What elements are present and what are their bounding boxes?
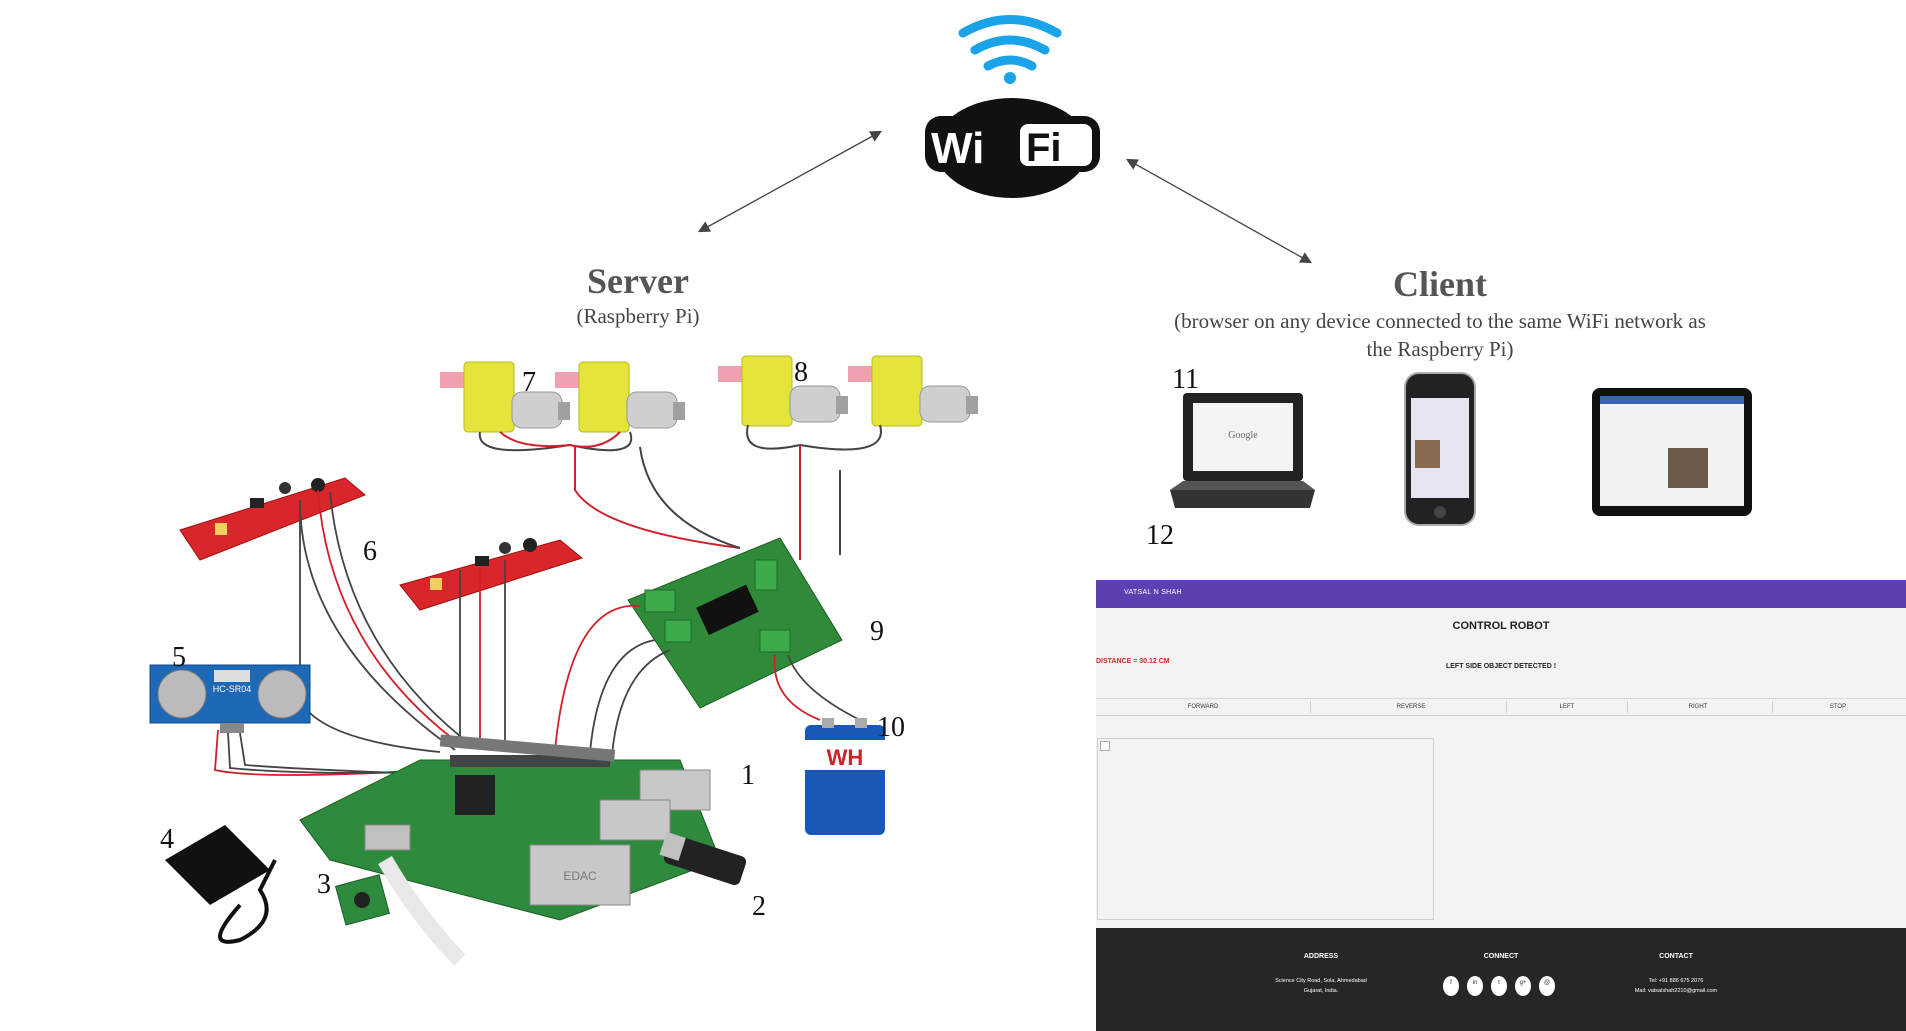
laptop-device: Google — [1170, 393, 1315, 508]
control-button-row: FORWARD REVERSE LEFT RIGHT STOP — [1096, 698, 1906, 716]
forward-button[interactable]: FORWARD — [1096, 699, 1310, 715]
ultrasonic-label: HC-SR04 — [213, 684, 252, 694]
googleplus-icon[interactable]: g+ — [1515, 976, 1531, 996]
ultrasonic-sensor: HC-SR04 — [149, 664, 311, 733]
ultrasonic-wires — [214, 729, 431, 776]
left-button[interactable]: LEFT — [1507, 699, 1627, 715]
footer-address-title: ADDRESS — [1303, 953, 1339, 960]
footer-phone: Tel: +91 886 675 2076 — [1648, 978, 1704, 984]
client-title: Client — [1393, 264, 1487, 304]
label-8: 8 — [794, 357, 808, 388]
server-wifi-arrow — [697, 130, 883, 233]
label-10: 10 — [877, 712, 905, 743]
wifi-logo-wi: Wi — [931, 124, 984, 173]
server-subtitle: (Raspberry Pi) — [576, 304, 699, 328]
client-subtitle-line2: the Raspberry Pi) — [1367, 337, 1514, 361]
driver-wires — [554, 604, 861, 756]
label-9: 9 — [870, 616, 884, 647]
motor-group-left — [440, 361, 685, 433]
footer-connect-title: CONNECT — [1483, 953, 1519, 960]
raspberry-pi-board: EDAC — [299, 755, 721, 921]
pi-gpio-header — [439, 734, 616, 762]
tablet-device — [1592, 388, 1752, 516]
footer-address-line2: Gujarat, India. — [1303, 988, 1339, 994]
component-numbers: 1 2 3 4 5 6 7 8 9 10 11 12 — [160, 357, 1199, 922]
footer-mail[interactable]: Mail: vatsalshah2210@gmail.com — [1634, 988, 1718, 994]
battery-9v: WH — [805, 718, 885, 835]
stop-button[interactable]: STOP — [1773, 699, 1903, 715]
camera-feed-frame — [1097, 738, 1434, 920]
wifi-logo-fi: Fi — [1026, 126, 1062, 170]
app-top-bar: VATSAL N SHAH — [1096, 580, 1906, 608]
client-subtitle-line1: (browser on any device connected to the … — [1174, 309, 1706, 333]
facebook-icon[interactable]: f — [1443, 976, 1459, 996]
wifi-signal-icon — [958, 15, 1062, 84]
battery-label: WH — [827, 745, 864, 770]
wifi-dongle — [659, 831, 747, 886]
motor-group-right — [718, 355, 978, 427]
app-footer: ADDRESS Science City Road, Sola, Ahmedab… — [1096, 928, 1906, 1031]
footer-contact-title: CONTACT — [1659, 953, 1693, 960]
app-brand[interactable]: VATSAL N SHAH — [1124, 589, 1182, 596]
camera-module — [334, 855, 466, 966]
linkedin-icon[interactable]: in — [1467, 976, 1483, 996]
ir-sensor-2 — [399, 538, 584, 611]
label-1: 1 — [741, 760, 755, 791]
ethernet-label: EDAC — [563, 869, 597, 883]
twitter-icon[interactable]: t — [1491, 976, 1507, 996]
motor-wires — [478, 424, 882, 560]
label-2: 2 — [752, 891, 766, 922]
broken-image-icon — [1100, 741, 1110, 751]
client-wifi-arrow — [1125, 158, 1313, 264]
label-12: 12 — [1146, 520, 1174, 551]
app-heading: CONTROL ROBOT — [1452, 620, 1550, 632]
email-icon[interactable]: @ — [1539, 976, 1555, 996]
ir-sensor-1 — [179, 477, 366, 561]
reverse-button[interactable]: REVERSE — [1311, 699, 1511, 715]
footer-address-line1: Science City Road, Sola, Ahmedabad — [1275, 978, 1367, 984]
label-3: 3 — [317, 869, 331, 900]
right-button[interactable]: RIGHT — [1628, 699, 1768, 715]
robot-control-webapp: VATSAL N SHAH CONTROL ROBOT DISTANCE = 3… — [1096, 580, 1906, 1031]
label-4: 4 — [160, 824, 174, 855]
label-11: 11 — [1172, 364, 1199, 395]
sensor-wires — [299, 489, 506, 753]
label-6: 6 — [363, 536, 377, 567]
wifi-logo: Wi Fi — [925, 15, 1100, 198]
phone-device — [1404, 372, 1476, 526]
detection-status: LEFT SIDE OBJECT DETECTED ! — [1445, 663, 1557, 670]
distance-readout: DISTANCE = 30.12 CM — [1096, 658, 1170, 665]
server-title: Server — [587, 261, 689, 301]
label-5: 5 — [172, 642, 186, 673]
motor-driver-board — [627, 537, 843, 709]
label-7: 7 — [522, 367, 536, 398]
power-adapter — [165, 825, 277, 944]
laptop-screen-text: Google — [1228, 430, 1258, 441]
